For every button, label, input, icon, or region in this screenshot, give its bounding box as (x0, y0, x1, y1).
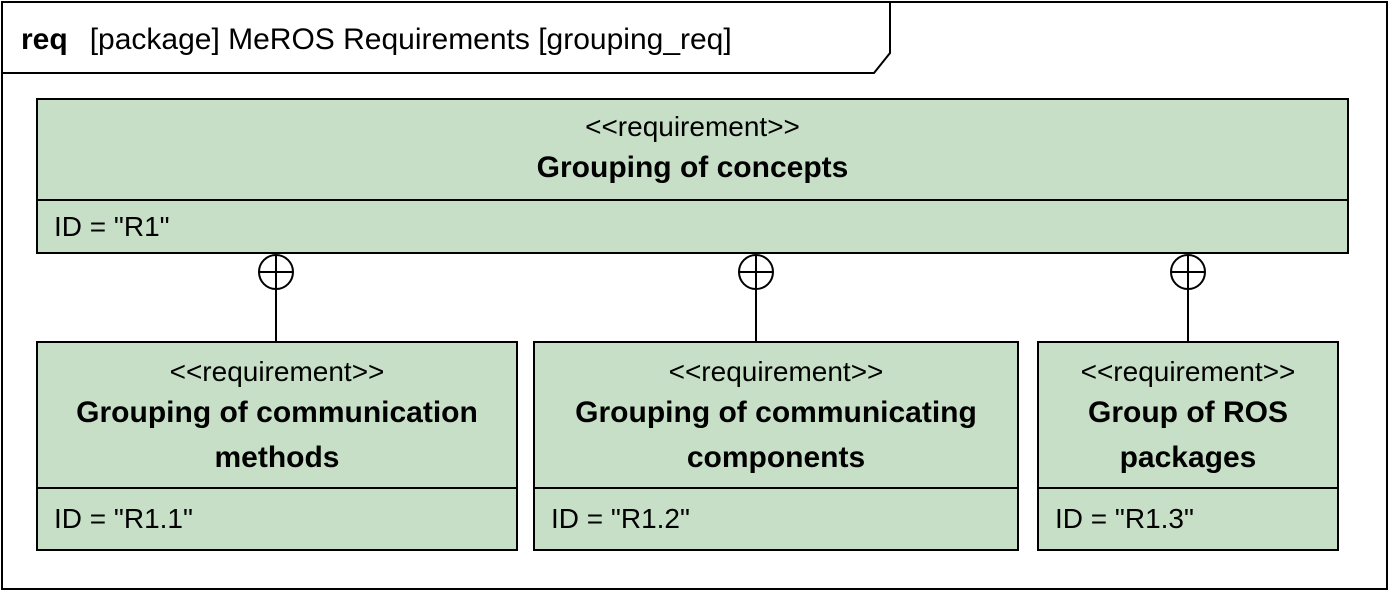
requirement-name-line-2: packages (1119, 441, 1257, 474)
requirement-block-r1-2[interactable]: <<requirement>> Grouping of communicatin… (533, 341, 1019, 551)
requirement-name-line-2: methods (214, 441, 340, 474)
requirement-name-line-1: Group of ROS (1088, 396, 1288, 429)
requirement-header: <<requirement>> Grouping of concepts (38, 100, 1347, 201)
requirement-id: ID = "R1" (54, 210, 170, 242)
requirement-block-r1-1[interactable]: <<requirement>> Grouping of communicatio… (36, 341, 518, 551)
diagram-kind-keyword: req (21, 23, 68, 56)
requirement-stereotype: <<requirement>> (668, 356, 884, 387)
requirement-header: <<requirement>> Grouping of communicatin… (535, 343, 1017, 489)
requirement-id: ID = "R1.2" (551, 503, 690, 534)
requirement-id: ID = "R1.1" (54, 503, 193, 534)
requirement-stereotype: <<requirement>> (169, 356, 385, 387)
frame-title: req [package] MeROS Requirements [groupin… (21, 20, 732, 60)
requirement-header: <<requirement>> Group of ROS packages (1039, 343, 1337, 489)
requirement-name-line-2: components (686, 441, 866, 474)
diagram-title: [package] MeROS Requirements [grouping_r… (89, 23, 732, 56)
requirement-header: <<requirement>> Grouping of communicatio… (38, 343, 516, 489)
requirement-stereotype: <<requirement>> (585, 111, 800, 142)
requirement-block-r1[interactable]: <<requirement>> Grouping of concepts ID … (36, 98, 1349, 254)
requirement-block-r1-3[interactable]: <<requirement>> Group of ROS packages ID… (1037, 341, 1339, 551)
requirement-name-line-1: Grouping of communicating (575, 396, 977, 429)
requirement-stereotype: <<requirement>> (1080, 356, 1296, 387)
requirement-name: Grouping of concepts (536, 151, 849, 184)
requirement-name-line-1: Grouping of communication (76, 396, 478, 429)
requirement-id: ID = "R1.3" (1055, 503, 1194, 534)
